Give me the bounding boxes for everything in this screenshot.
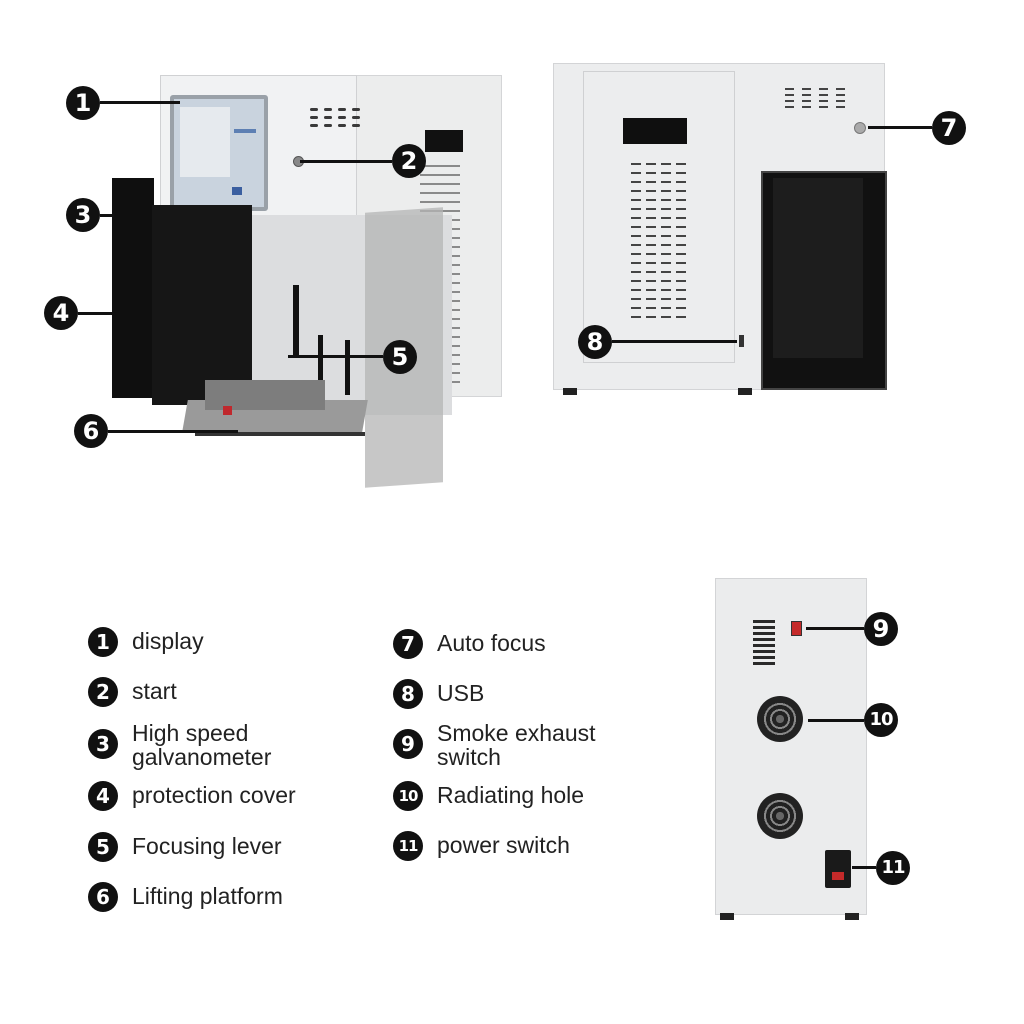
- callout-10-leader: [808, 719, 864, 722]
- display-screen[interactable]: [170, 95, 268, 211]
- callout-6-leader: [108, 430, 238, 433]
- front-view-machine: [100, 70, 510, 490]
- foot: [738, 388, 752, 395]
- legend-label: protection cover: [132, 782, 296, 808]
- side-display-window: [623, 118, 687, 144]
- legend-label: USB: [437, 680, 485, 706]
- legend-item: 11 power switch: [393, 831, 570, 861]
- foot: [563, 388, 577, 395]
- usb-port[interactable]: [739, 335, 744, 347]
- legend-label-line2: galvanometer: [132, 744, 272, 770]
- callout-6-badge: 6: [74, 414, 108, 448]
- callout-2-leader: [300, 160, 392, 163]
- auto-focus-button[interactable]: [854, 122, 866, 134]
- platform-red-button[interactable]: [223, 406, 232, 415]
- smoke-exhaust-switch[interactable]: [791, 621, 802, 636]
- callout-8-badge: 8: [578, 325, 612, 359]
- legend-item: 7 Auto focus: [393, 629, 546, 659]
- callout-4-leader: [78, 312, 112, 315]
- callout-5-leader: [288, 355, 383, 358]
- focusing-lever-rod-1[interactable]: [293, 285, 299, 355]
- callout-8-leader: [612, 340, 737, 343]
- legend-label-line1: Smoke exhaust: [437, 720, 596, 746]
- legend-label: Radiating hole: [437, 782, 585, 808]
- legend-label: Lifting platform: [132, 883, 283, 909]
- rear-vent-slots: [753, 620, 775, 668]
- radiating-hole-fan-2: [757, 793, 803, 839]
- legend-number-badge: 6: [88, 882, 118, 912]
- callout-11-badge: 11: [876, 851, 910, 885]
- callout-5-badge: 5: [383, 340, 417, 374]
- callout-2-badge: 2: [392, 144, 426, 178]
- focusing-lever-rod-2[interactable]: [318, 335, 323, 390]
- legend-item: 6 Lifting platform: [88, 882, 283, 912]
- legend-number-badge: 8: [393, 679, 423, 709]
- galvanometer-chamber: [152, 205, 252, 405]
- callout-10-badge: 10: [864, 703, 898, 737]
- focusing-lever-rod-3[interactable]: [345, 340, 350, 395]
- top-vents: [310, 108, 370, 138]
- callout-7-leader: [868, 126, 932, 129]
- callout-1-leader: [100, 101, 180, 104]
- legend-number-badge: 5: [88, 832, 118, 862]
- legend-item: 9 Smoke exhaust switch: [393, 719, 596, 769]
- legend-number-badge: 10: [393, 781, 423, 811]
- legend-item: 2 start: [88, 677, 177, 707]
- legend-item: 8 USB: [393, 679, 484, 709]
- side-top-vents: [785, 88, 847, 108]
- legend-label: power switch: [437, 832, 570, 858]
- legend-label: start: [132, 678, 177, 704]
- legend-number-badge: 2: [88, 677, 118, 707]
- legend-label: Auto focus: [437, 630, 546, 656]
- legend-item: 3 High speed galvanometer: [88, 719, 271, 769]
- callout-3-badge: 3: [66, 198, 100, 232]
- foot: [845, 913, 859, 920]
- callout-9-badge: 9: [864, 612, 898, 646]
- side-inner-panel: [583, 71, 735, 363]
- callout-4-badge: 4: [44, 296, 78, 330]
- side-chamber-inner: [773, 178, 863, 358]
- legend-label-line1: High speed: [132, 720, 249, 746]
- legend-number-badge: 11: [393, 831, 423, 861]
- foot: [720, 913, 734, 920]
- callout-7-badge: 7: [932, 111, 966, 145]
- power-switch[interactable]: [825, 850, 851, 888]
- callout-11-leader: [852, 866, 876, 869]
- radiating-hole-fan-1: [757, 696, 803, 742]
- legend-number-badge: 3: [88, 729, 118, 759]
- legend-number-badge: 1: [88, 627, 118, 657]
- legend-number-badge: 4: [88, 781, 118, 811]
- callout-3-leader: [100, 214, 114, 217]
- legend-label: High speed galvanometer: [132, 719, 271, 769]
- legend-number-badge: 9: [393, 729, 423, 759]
- callout-9-leader: [806, 627, 864, 630]
- legend-label: display: [132, 628, 204, 654]
- rear-view-machine: [715, 578, 867, 923]
- side-vent-grid: [631, 163, 689, 323]
- legend-item: 1 display: [88, 627, 204, 657]
- side-window: [425, 130, 463, 152]
- legend-label-line2: switch: [437, 744, 501, 770]
- legend-label: Smoke exhaust switch: [437, 719, 596, 769]
- protection-cover-black[interactable]: [112, 178, 154, 398]
- legend-item: 10 Radiating hole: [393, 781, 584, 811]
- legend-label: Focusing lever: [132, 833, 282, 859]
- lifting-platform[interactable]: [182, 370, 368, 440]
- legend-number-badge: 7: [393, 629, 423, 659]
- callout-1-badge: 1: [66, 86, 100, 120]
- legend-item: 4 protection cover: [88, 781, 296, 811]
- legend-item: 5 Focusing lever: [88, 832, 282, 862]
